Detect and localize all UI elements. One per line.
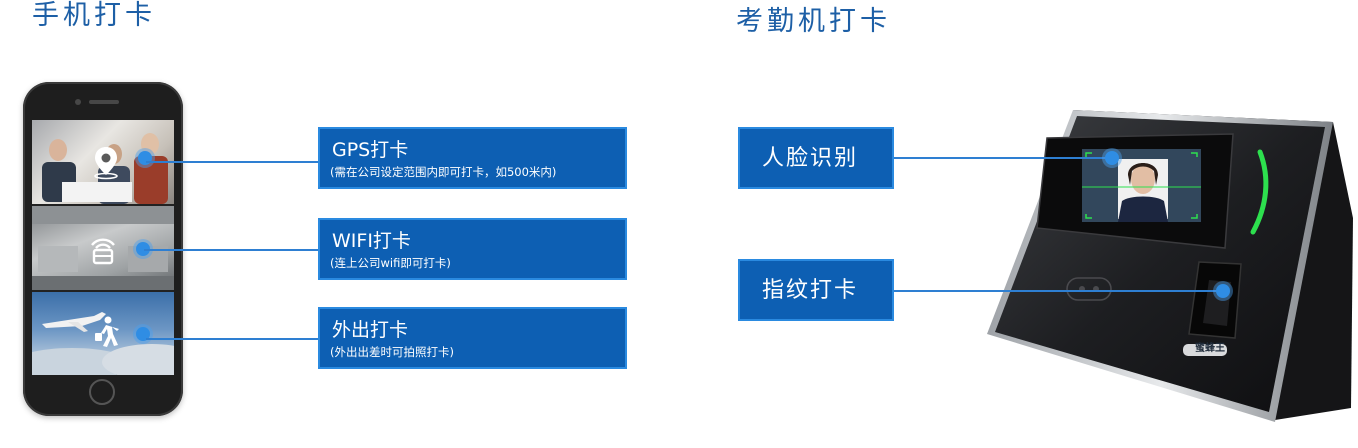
- front-camera: [75, 99, 81, 105]
- wifi-lock-icon: [91, 238, 115, 265]
- gps-checkin-title: GPS打卡: [332, 139, 409, 161]
- gps-scene-panel: [32, 120, 174, 204]
- attendance-machine-image: [987, 110, 1353, 422]
- travel-scene-panel: [32, 292, 174, 375]
- device-face-screen: [1082, 149, 1201, 222]
- location-pin-icon: [94, 147, 118, 180]
- fingerprint-connector-dot: [1216, 284, 1230, 298]
- travel-connector-line: [146, 338, 318, 340]
- travel-checkin-box: 外出打卡 (外出出差时可拍照打卡): [318, 307, 627, 369]
- fingerprint-box: 指纹打卡: [738, 259, 894, 321]
- gps-checkin-box: GPS打卡 (需在公司设定范围内即可打卡，如500米内): [318, 127, 627, 189]
- wifi-checkin-title: WIFI打卡: [332, 230, 411, 252]
- walking-person-icon: [95, 316, 119, 347]
- travel-connector-dot: [136, 327, 150, 341]
- fingerprint-title: 指纹打卡: [762, 278, 859, 303]
- smartphone-image: [23, 82, 183, 416]
- gps-connector-line: [146, 161, 318, 163]
- face-recognition-box: 人脸识别: [738, 127, 894, 189]
- wifi-scene-panel: [32, 206, 174, 290]
- face-recognition-title: 人脸识别: [762, 146, 859, 171]
- device-brand-label: 蜜蜂王: [1195, 343, 1225, 354]
- face-connector-dot: [1105, 151, 1119, 165]
- phone-speaker: [89, 100, 119, 104]
- face-recognition-icon: [1082, 149, 1201, 222]
- wifi-connector-line: [144, 249, 318, 251]
- travel-checkin-title: 外出打卡: [332, 319, 409, 341]
- wifi-connector-dot: [136, 242, 150, 256]
- wifi-checkin-box: WIFI打卡 (连上公司wifi即可打卡): [318, 218, 627, 280]
- airplane-sky-scene: [32, 312, 174, 375]
- home-button: [89, 379, 115, 405]
- phone-checkin-heading: 手机打卡: [32, 0, 156, 31]
- office-interior-scene: [32, 206, 174, 290]
- face-connector-line: [894, 157, 1112, 159]
- fingerprint-connector-line: [894, 290, 1224, 292]
- gps-checkin-note: (需在公司设定范围内即可打卡，如500米内): [330, 165, 557, 179]
- device-checkin-heading: 考勤机打卡: [736, 6, 891, 37]
- travel-checkin-note: (外出出差时可拍照打卡): [330, 345, 454, 359]
- wifi-checkin-note: (连上公司wifi即可打卡): [330, 256, 451, 270]
- phone-screen: [32, 120, 174, 375]
